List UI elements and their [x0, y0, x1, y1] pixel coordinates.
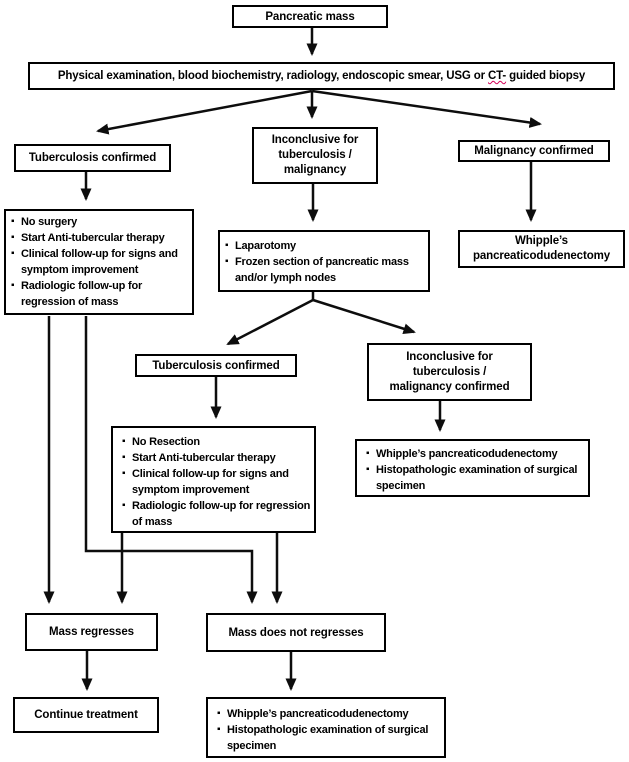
node-mass-regresses-label: Mass regresses — [49, 626, 134, 638]
node-tuberculosis-confirmed-2-label: Tuberculosis confirmed — [152, 359, 280, 372]
list-item: Clinical follow-up for signs and symptom… — [121, 466, 312, 498]
no-resection-plan-list: No Resection Start Anti-tubercular thera… — [121, 434, 312, 530]
list-item: Whipple’s pancreaticodudenectomy — [216, 706, 442, 722]
node-laparotomy-plan: Laparotomy Frozen section of pancreatic … — [218, 230, 430, 292]
node-whipples-histopathology-2: Whipple’s pancreaticodudenectomy Histopa… — [206, 697, 446, 758]
arrow-laparotomy-to-tb2 — [226, 298, 314, 346]
node-tuberculosis-confirmed-1: Tuberculosis confirmed — [14, 144, 171, 172]
node-workup-label: Physical examination, blood biochemistry… — [58, 69, 585, 83]
node-mass-does-not-regresses: Mass does not regresses — [206, 613, 386, 652]
node-continue-treatment-label: Continue treatment — [34, 709, 138, 721]
workup-spellcheck-word: CT- — [487, 70, 507, 82]
node-tuberculosis-confirmed-2: Tuberculosis confirmed — [135, 354, 297, 377]
node-inconclusive-tb-malignancy-1-label: Inconclusive for tuberculosis / malignan… — [271, 134, 359, 176]
node-pancreatic-mass-label: Pancreatic mass — [265, 10, 355, 23]
node-no-surgery-plan: No surgery Start Anti-tubercular therapy… — [4, 209, 194, 315]
list-item: Histopathologic examination of surgical … — [365, 462, 586, 494]
node-no-resection-plan: No Resection Start Anti-tubercular thera… — [111, 426, 316, 533]
node-inconclusive-tb-malignancy-2-label: Inconclusive for tuberculosis / malignan… — [389, 350, 510, 393]
list-item: Radiologic follow-up for regression of m… — [121, 498, 312, 530]
workup-text-after: guided biopsy — [506, 70, 586, 82]
node-pancreatic-mass: Pancreatic mass — [232, 5, 388, 28]
arrow-workup-to-malignancy — [311, 89, 542, 128]
whipples-histopathology-2-list: Whipple’s pancreaticodudenectomy Histopa… — [216, 706, 442, 754]
list-item: No Resection — [121, 434, 312, 450]
workup-text-before: Physical examination, blood biochemistry… — [57, 70, 488, 82]
node-continue-treatment: Continue treatment — [13, 697, 159, 733]
no-surgery-plan-list: No surgery Start Anti-tubercular therapy… — [10, 214, 190, 310]
node-inconclusive-tb-malignancy-1: Inconclusive for tuberculosis / malignan… — [252, 127, 378, 184]
node-workup: Physical examination, blood biochemistry… — [28, 62, 615, 90]
list-item: Whipple’s pancreaticodudenectomy — [365, 446, 586, 462]
list-item: Start Anti-tubercular therapy — [10, 230, 190, 246]
node-whipples-1-label: Whipple’s pancreaticodudenectomy — [472, 235, 611, 262]
list-item: No surgery — [10, 214, 190, 230]
list-item: Histopathologic examination of surgical … — [216, 722, 442, 754]
node-inconclusive-tb-malignancy-2: Inconclusive for tuberculosis / malignan… — [367, 343, 532, 401]
node-malignancy-confirmed: Malignancy confirmed — [458, 140, 610, 162]
node-whipples-histopathology-1: Whipple’s pancreaticodudenectomy Histopa… — [355, 439, 590, 497]
arrow-workup-to-tb1 — [96, 89, 313, 135]
node-whipples-1: Whipple’s pancreaticodudenectomy — [458, 230, 625, 268]
node-tuberculosis-confirmed-1-label: Tuberculosis confirmed — [28, 152, 157, 164]
node-mass-does-not-regresses-label: Mass does not regresses — [228, 626, 364, 639]
node-mass-regresses: Mass regresses — [25, 613, 158, 651]
list-item: Start Anti-tubercular therapy — [121, 450, 312, 466]
laparotomy-plan-list: Laparotomy Frozen section of pancreatic … — [224, 238, 426, 286]
arrow-laparotomy-to-inconclusive2 — [312, 298, 416, 335]
list-item: Frozen section of pancreatic mass and/or… — [224, 254, 426, 286]
list-item: Laparotomy — [224, 238, 426, 254]
list-item: Clinical follow-up for signs and symptom… — [10, 246, 190, 278]
node-malignancy-confirmed-label: Malignancy confirmed — [474, 145, 594, 157]
list-item: Radiologic follow-up for regression of m… — [10, 278, 190, 310]
whipples-histopathology-1-list: Whipple’s pancreaticodudenectomy Histopa… — [365, 446, 586, 494]
